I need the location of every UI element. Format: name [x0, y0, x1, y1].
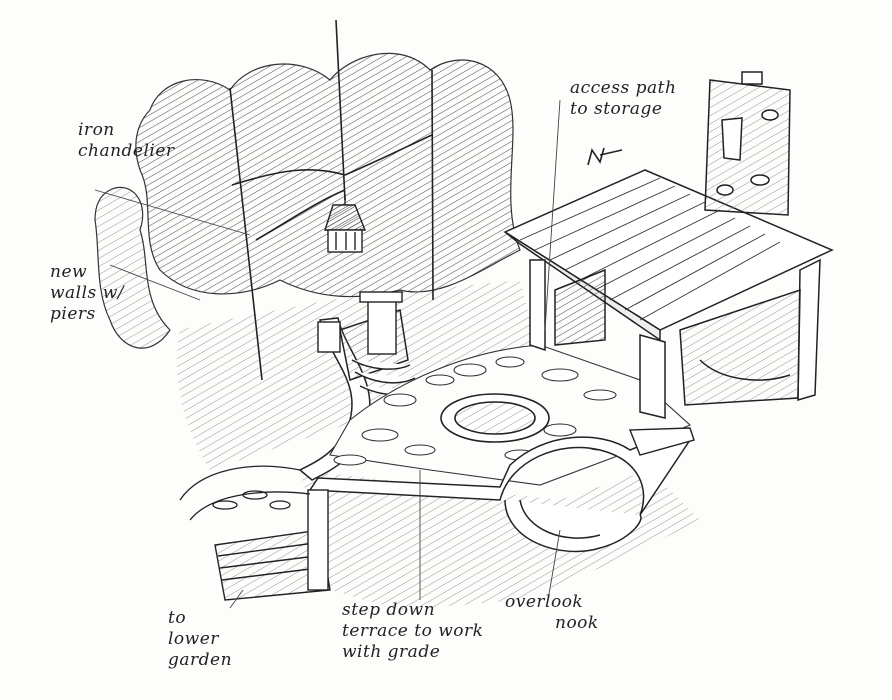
step-down-stair: [214, 489, 331, 601]
annotation-line: lower: [168, 629, 219, 649]
iron-chandelier: [324, 195, 367, 253]
north-arrow-icon: [587, 147, 623, 166]
lower-garden-wall: [179, 465, 311, 521]
annotation-overlook-nook: overlook nook: [505, 592, 599, 634]
wall-piers: [317, 291, 403, 355]
annotation-line: chandelier: [78, 141, 175, 161]
annotation-to-lower-garden: to lower garden: [168, 608, 232, 671]
nook-pier: [628, 427, 695, 456]
annotation-line: piers: [50, 304, 96, 324]
annotation-iron-chandelier: iron chandelier: [78, 120, 175, 162]
annotation-line: to storage: [570, 99, 663, 119]
annotation-new-walls: new walls w/ piers: [50, 262, 124, 325]
annotation-line: access path: [570, 78, 677, 98]
annotation-access-path: access path to storage: [570, 78, 676, 120]
annotation-line: terrace to work: [342, 621, 484, 641]
annotation-line: iron: [78, 120, 115, 140]
storage-pavilion: [503, 169, 834, 419]
annotation-line: overlook: [505, 592, 584, 612]
annotation-line: new: [50, 262, 88, 282]
annotation-line: with grade: [342, 642, 441, 662]
tree-canopy: [94, 52, 521, 349]
annotation-line: nook: [555, 613, 599, 633]
chandelier-posts: [229, 19, 434, 381]
overlook-nook-wall: [308, 429, 691, 553]
annotation-line: to: [168, 608, 187, 628]
stone-chimney: [704, 71, 791, 216]
annotation-line: garden: [168, 650, 233, 670]
annotation-step-down: step down terrace to work with grade: [342, 600, 483, 663]
annotation-line: step down: [342, 600, 436, 620]
annotation-line: walls w/: [50, 283, 124, 303]
round-pool: [440, 393, 550, 443]
annotation-leaders: [94, 99, 561, 609]
